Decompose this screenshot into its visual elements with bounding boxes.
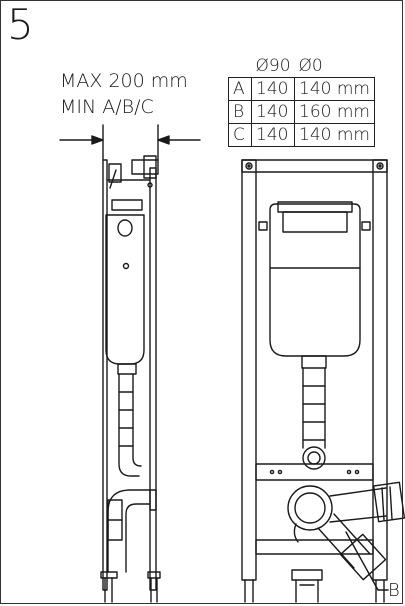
- spec-cell-d90: 140: [250, 100, 296, 124]
- max-depth-text: MAX 200 mm: [60, 70, 188, 92]
- spec-cell-d90: 140: [250, 123, 296, 147]
- front-view-flush-pipe: [302, 367, 326, 470]
- side-view-flush-pipe: [118, 373, 142, 477]
- front-view-legs: [244, 569, 385, 603]
- front-view-cistern: [269, 201, 361, 369]
- spec-header-d110: Ø0: [298, 56, 323, 76]
- spec-header-d90: Ø90: [255, 56, 291, 76]
- spec-cell-d90: 140: [250, 77, 296, 101]
- dimension-note: MAX 200 mm MIN A/B/C: [60, 68, 188, 120]
- spec-header-row: Ø90 Ø0: [229, 55, 375, 78]
- side-view-waste-bend: [107, 489, 157, 573]
- spec-row-c: C 140 140 mm: [228, 123, 375, 147]
- side-view-cistern: [105, 199, 145, 375]
- side-view-legs: [100, 571, 161, 603]
- pipe-spec-table: Ø90 Ø0 A 140 140 mm B 140 160 mm C 140 1…: [228, 55, 375, 147]
- front-view-waste-outlet: [287, 481, 405, 543]
- spec-row-label: B: [228, 100, 252, 124]
- min-depth-text: MIN A/B/C: [60, 96, 154, 118]
- front-view-angled-connector: [317, 513, 389, 591]
- side-view-frame: [102, 155, 159, 591]
- step-number: 5: [7, 0, 34, 49]
- front-view-frame: [241, 159, 388, 581]
- spec-cell-d110: 160 mm: [294, 100, 375, 124]
- spec-row-a: A 140 140 mm: [228, 77, 375, 101]
- spec-row-b: B 140 160 mm: [228, 100, 375, 124]
- spec-cell-d110: 140 mm: [294, 77, 375, 101]
- callout-label-b: B: [388, 580, 400, 601]
- spec-cell-d110: 140 mm: [294, 123, 375, 147]
- depth-dimension: [59, 124, 201, 161]
